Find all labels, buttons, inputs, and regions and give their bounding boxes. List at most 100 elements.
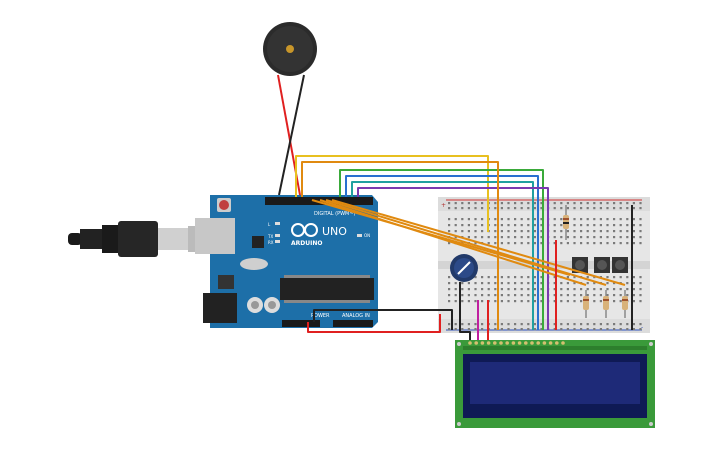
breadboard-hole[interactable] (566, 300, 569, 303)
breadboard-hole[interactable] (599, 294, 602, 297)
breadboard-hole[interactable] (533, 288, 536, 291)
breadboard-hole[interactable] (474, 242, 477, 245)
breadboard-hole[interactable] (454, 207, 457, 210)
breadboard-hole[interactable] (606, 224, 609, 227)
breadboard-hole[interactable] (474, 300, 477, 303)
breadboard-hole[interactable] (520, 328, 523, 331)
breadboard-hole[interactable] (599, 288, 602, 291)
breadboard-hole[interactable] (514, 230, 517, 233)
breadboard-hole[interactable] (467, 207, 470, 210)
breadboard-hole[interactable] (474, 276, 477, 279)
breadboard-hole[interactable] (527, 207, 530, 210)
breadboard-hole[interactable] (461, 328, 464, 331)
breadboard-hole[interactable] (619, 323, 622, 326)
breadboard-hole[interactable] (573, 230, 576, 233)
breadboard-hole[interactable] (454, 288, 457, 291)
breadboard-hole[interactable] (639, 230, 642, 233)
breadboard-hole[interactable] (593, 230, 596, 233)
breadboard-hole[interactable] (481, 276, 484, 279)
breadboard-hole[interactable] (494, 300, 497, 303)
lcd-pin[interactable] (505, 341, 510, 345)
breadboard-hole[interactable] (580, 202, 583, 205)
breadboard-hole[interactable] (507, 236, 510, 239)
push-button-3[interactable] (612, 257, 628, 273)
breadboard-hole[interactable] (619, 224, 622, 227)
lcd-pin[interactable] (468, 341, 472, 345)
breadboard-hole[interactable] (500, 242, 503, 245)
lcd-pin[interactable] (542, 341, 547, 345)
breadboard-hole[interactable] (461, 294, 464, 297)
resistor-3[interactable] (622, 290, 628, 318)
breadboard-hole[interactable] (573, 323, 576, 326)
breadboard-hole[interactable] (514, 218, 517, 221)
breadboard-hole[interactable] (520, 282, 523, 285)
breadboard-hole[interactable] (580, 236, 583, 239)
breadboard-hole[interactable] (500, 236, 503, 239)
breadboard-hole[interactable] (487, 282, 490, 285)
breadboard-hole[interactable] (540, 202, 543, 205)
breadboard-hole[interactable] (626, 207, 629, 210)
breadboard-hole[interactable] (586, 202, 589, 205)
breadboard-hole[interactable] (540, 236, 543, 239)
power-header[interactable] (282, 320, 320, 327)
breadboard-hole[interactable] (467, 288, 470, 291)
breadboard-hole[interactable] (599, 207, 602, 210)
breadboard-hole[interactable] (540, 218, 543, 221)
breadboard-hole[interactable] (520, 236, 523, 239)
breadboard-hole[interactable] (474, 207, 477, 210)
breadboard-hole[interactable] (626, 328, 629, 331)
breadboard-hole[interactable] (626, 323, 629, 326)
lcd-pin[interactable] (486, 341, 491, 345)
breadboard-hole[interactable] (487, 294, 490, 297)
breadboard-hole[interactable] (474, 294, 477, 297)
breadboard-hole[interactable] (553, 236, 556, 239)
breadboard-hole[interactable] (481, 323, 484, 326)
breadboard-hole[interactable] (514, 282, 517, 285)
resistor-2[interactable] (603, 290, 609, 318)
breadboard-hole[interactable] (520, 207, 523, 210)
breadboard-hole[interactable] (448, 276, 451, 279)
breadboard-hole[interactable] (593, 294, 596, 297)
breadboard-hole[interactable] (487, 236, 490, 239)
breadboard-hole[interactable] (481, 207, 484, 210)
breadboard-hole[interactable] (619, 230, 622, 233)
breadboard-hole[interactable] (467, 218, 470, 221)
breadboard-hole[interactable] (540, 294, 543, 297)
breadboard-hole[interactable] (461, 300, 464, 303)
breadboard-hole[interactable] (593, 218, 596, 221)
breadboard-hole[interactable] (454, 294, 457, 297)
breadboard-hole[interactable] (613, 323, 616, 326)
breadboard-hole[interactable] (500, 294, 503, 297)
breadboard-hole[interactable] (580, 294, 583, 297)
breadboard-hole[interactable] (461, 224, 464, 227)
breadboard-hole[interactable] (566, 294, 569, 297)
breadboard-hole[interactable] (507, 288, 510, 291)
breadboard-hole[interactable] (593, 202, 596, 205)
breadboard-hole[interactable] (639, 242, 642, 245)
breadboard-hole[interactable] (527, 236, 530, 239)
breadboard-hole[interactable] (533, 230, 536, 233)
breadboard-hole[interactable] (632, 300, 635, 303)
breadboard-hole[interactable] (639, 288, 642, 291)
breadboard-hole[interactable] (580, 300, 583, 303)
resistor-top[interactable] (563, 205, 569, 240)
breadboard-hole[interactable] (560, 218, 563, 221)
breadboard-hole[interactable] (586, 230, 589, 233)
breadboard-hole[interactable] (593, 236, 596, 239)
breadboard-hole[interactable] (639, 300, 642, 303)
breadboard-hole[interactable] (540, 207, 543, 210)
breadboard-hole[interactable] (566, 282, 569, 285)
breadboard-hole[interactable] (553, 323, 556, 326)
breadboard-hole[interactable] (448, 323, 451, 326)
breadboard-hole[interactable] (573, 202, 576, 205)
breadboard-hole[interactable] (527, 218, 530, 221)
breadboard-hole[interactable] (632, 328, 635, 331)
breadboard-hole[interactable] (514, 294, 517, 297)
breadboard-hole[interactable] (527, 242, 530, 245)
breadboard-hole[interactable] (619, 294, 622, 297)
breadboard-hole[interactable] (527, 323, 530, 326)
breadboard-hole[interactable] (580, 207, 583, 210)
breadboard-hole[interactable] (560, 242, 563, 245)
breadboard-hole[interactable] (573, 294, 576, 297)
breadboard-hole[interactable] (520, 224, 523, 227)
